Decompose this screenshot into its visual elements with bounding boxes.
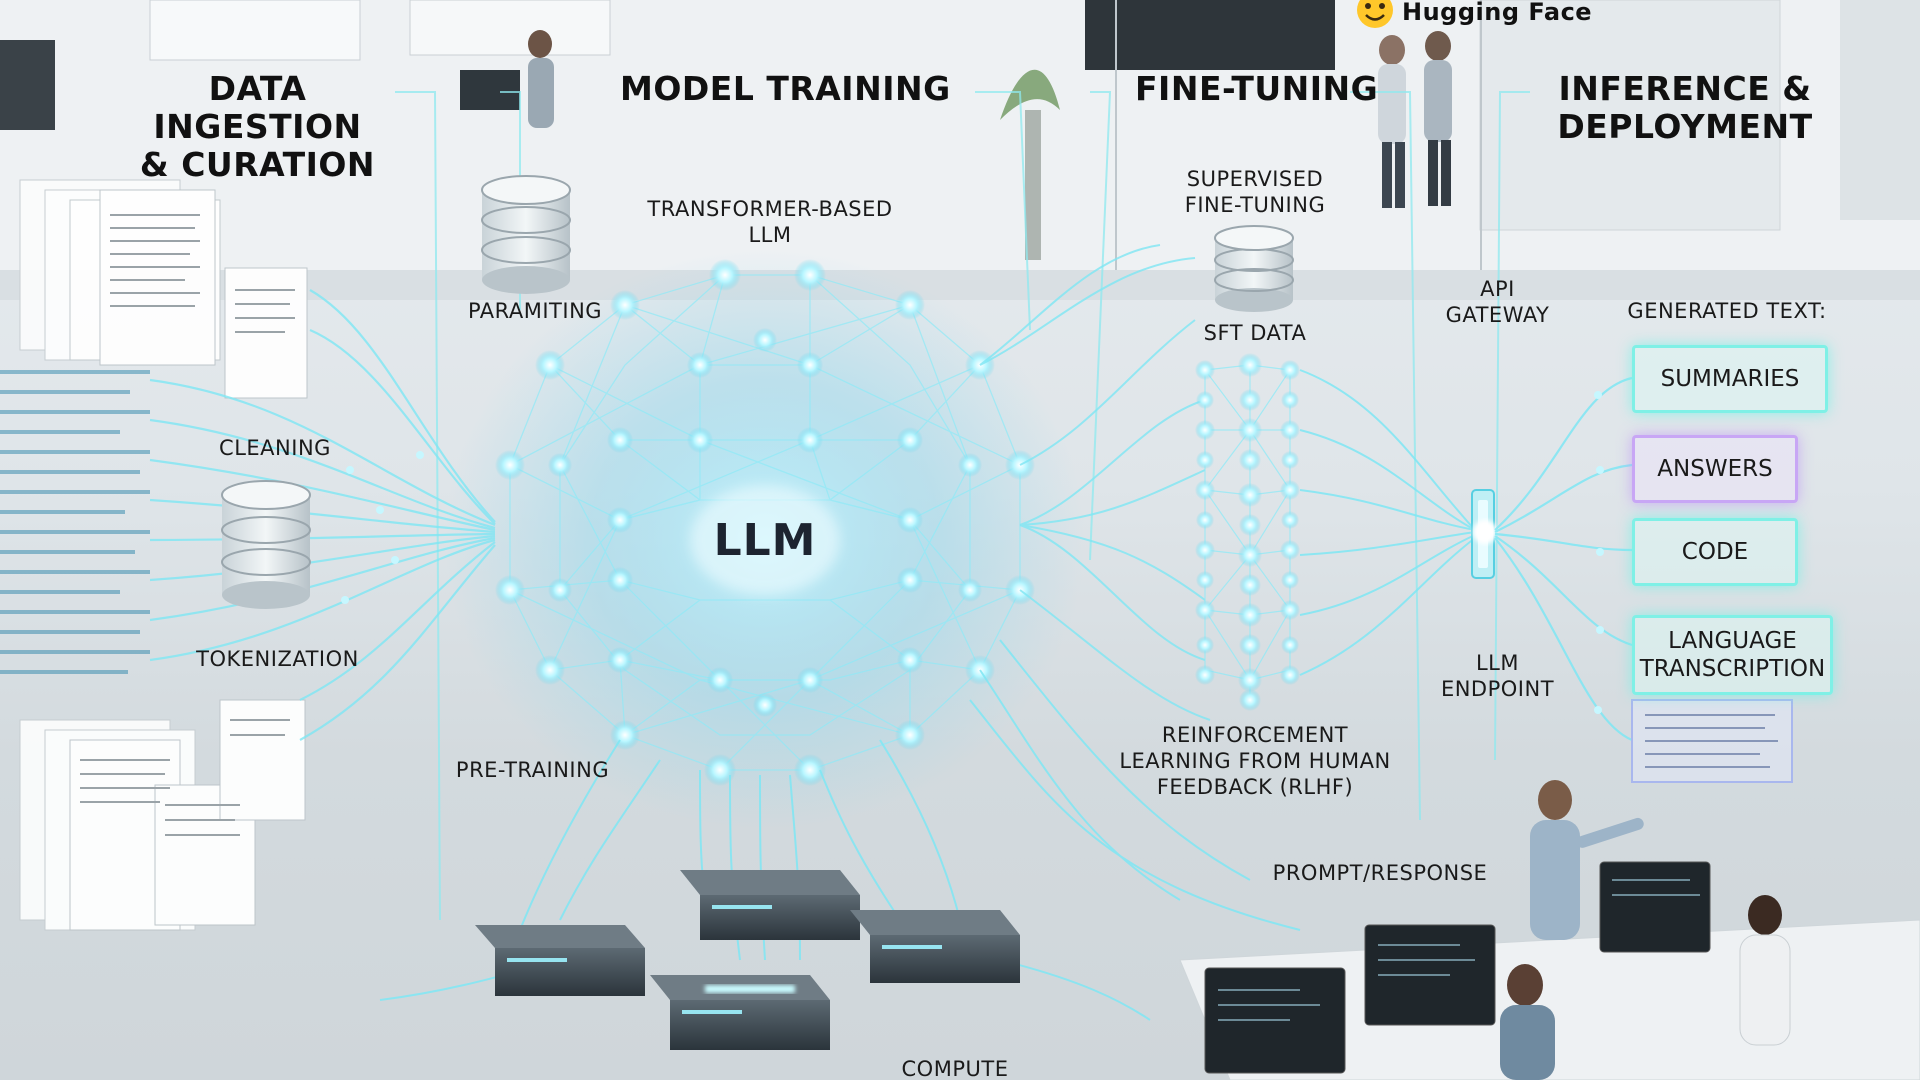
compute-label: COMPUTE	[901, 1057, 1009, 1080]
sft-data-label: SFT DATA	[1203, 321, 1307, 345]
output-document-preview	[1631, 699, 1793, 783]
cleaning-database-icon	[221, 480, 311, 609]
output-language-transcription: LANGUAGE TRANSCRIPTION	[1632, 615, 1833, 695]
generated-text-label: GENERATED TEXT:	[1627, 299, 1827, 323]
output-streams	[1494, 376, 1633, 742]
hugging-face-logo-icon	[1357, 0, 1393, 28]
office-background	[0, 0, 1920, 300]
paramiting-database-icon	[481, 175, 571, 294]
prompt-response-label: PROMPT/RESPONSE	[1272, 861, 1488, 885]
output-code: CODE	[1632, 518, 1798, 586]
stage-title-ingestion: DATA INGESTION & CURATION	[139, 69, 376, 184]
source-documents	[0, 179, 308, 931]
brand-name: Hugging Face	[1402, 0, 1593, 26]
llm-core-label: LLM	[713, 515, 817, 566]
cleaning-label: CLEANING	[219, 436, 331, 460]
stage-title-finetuning: FINE-TUNING	[1135, 69, 1379, 108]
compute-servers	[379, 639, 1301, 1050]
sft-database-icon	[1214, 225, 1294, 312]
output-summaries: SUMMARIES	[1632, 345, 1828, 413]
rlhf-label: REINFORCEMENT LEARNING FROM HUMAN FEEDBA…	[1119, 723, 1391, 799]
api-gateway-device	[1471, 489, 1497, 579]
gateway-streams	[1299, 369, 1476, 676]
stage-title-training: MODEL TRAINING	[620, 69, 951, 108]
rlhf-network	[1195, 353, 1300, 711]
llm-endpoint-label: LLM ENDPOINT	[1440, 651, 1555, 701]
stage-title-inference: INFERENCE & DEPLOYMENT	[1557, 69, 1813, 146]
supervised-finetuning-label: SUPERVISED FINE-TUNING	[1184, 167, 1326, 217]
stage-dividers	[395, 91, 1530, 921]
workstation-scene	[1179, 780, 1920, 1080]
tokenization-label: TOKENIZATION	[196, 647, 359, 671]
api-gateway-label: API GATEWAY	[1445, 277, 1550, 327]
pretraining-label: PRE-TRAINING	[455, 758, 610, 782]
output-answers: ANSWERS	[1632, 435, 1798, 503]
paramiting-label: PARAMITING	[467, 299, 603, 323]
transformer-label: TRANSFORMER-BASED LLM	[647, 197, 893, 247]
finetune-data-streams	[979, 244, 1211, 721]
